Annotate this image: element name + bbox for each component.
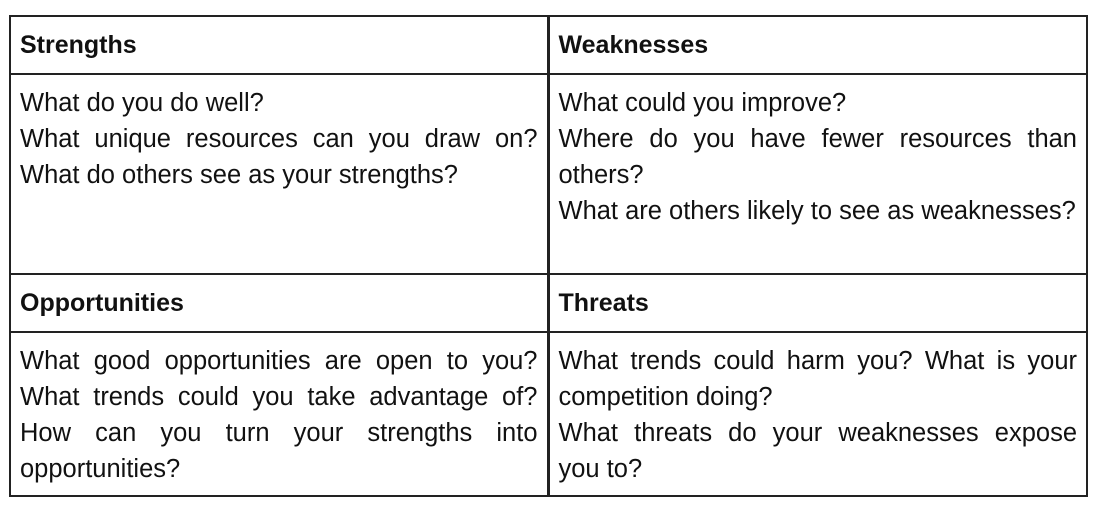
strengths-cell: What do you do well? What unique resourc… xyxy=(9,73,549,275)
opportunities-header: Opportunities xyxy=(9,273,549,333)
weaknesses-line: What are others likely to see as weaknes… xyxy=(558,197,1076,225)
strengths-header: Strengths xyxy=(9,15,549,75)
threats-line: What threats do your weaknesses expose y… xyxy=(558,419,1078,483)
strengths-line: What do you do well? xyxy=(20,89,264,117)
swot-body-row-top: What do you do well? What unique resourc… xyxy=(9,73,1088,275)
swot-body-row-bottom: What good opportunities are open to you?… xyxy=(9,331,1088,497)
swot-header-row-bottom: Opportunities Threats xyxy=(9,273,1088,333)
weaknesses-line: Where do you have fewer resources than o… xyxy=(558,125,1078,189)
swot-header-row-top: Strengths Weaknesses xyxy=(9,15,1088,75)
opportunities-line: What good opportunities are open to you?… xyxy=(20,347,538,483)
opportunities-cell: What good opportunities are open to you?… xyxy=(9,331,549,497)
weaknesses-header: Weaknesses xyxy=(546,15,1088,75)
threats-line: What trends could harm you? What is your… xyxy=(558,347,1078,411)
threats-cell: What trends could harm you? What is your… xyxy=(546,331,1088,497)
threats-header: Threats xyxy=(546,273,1088,333)
weaknesses-line: What could you improve? xyxy=(558,89,847,117)
weaknesses-cell: What could you improve? Where do you hav… xyxy=(546,73,1088,275)
swot-table: Strengths Weaknesses What do you do well… xyxy=(9,15,1088,497)
strengths-line: What unique resources can you draw on? W… xyxy=(20,125,538,189)
